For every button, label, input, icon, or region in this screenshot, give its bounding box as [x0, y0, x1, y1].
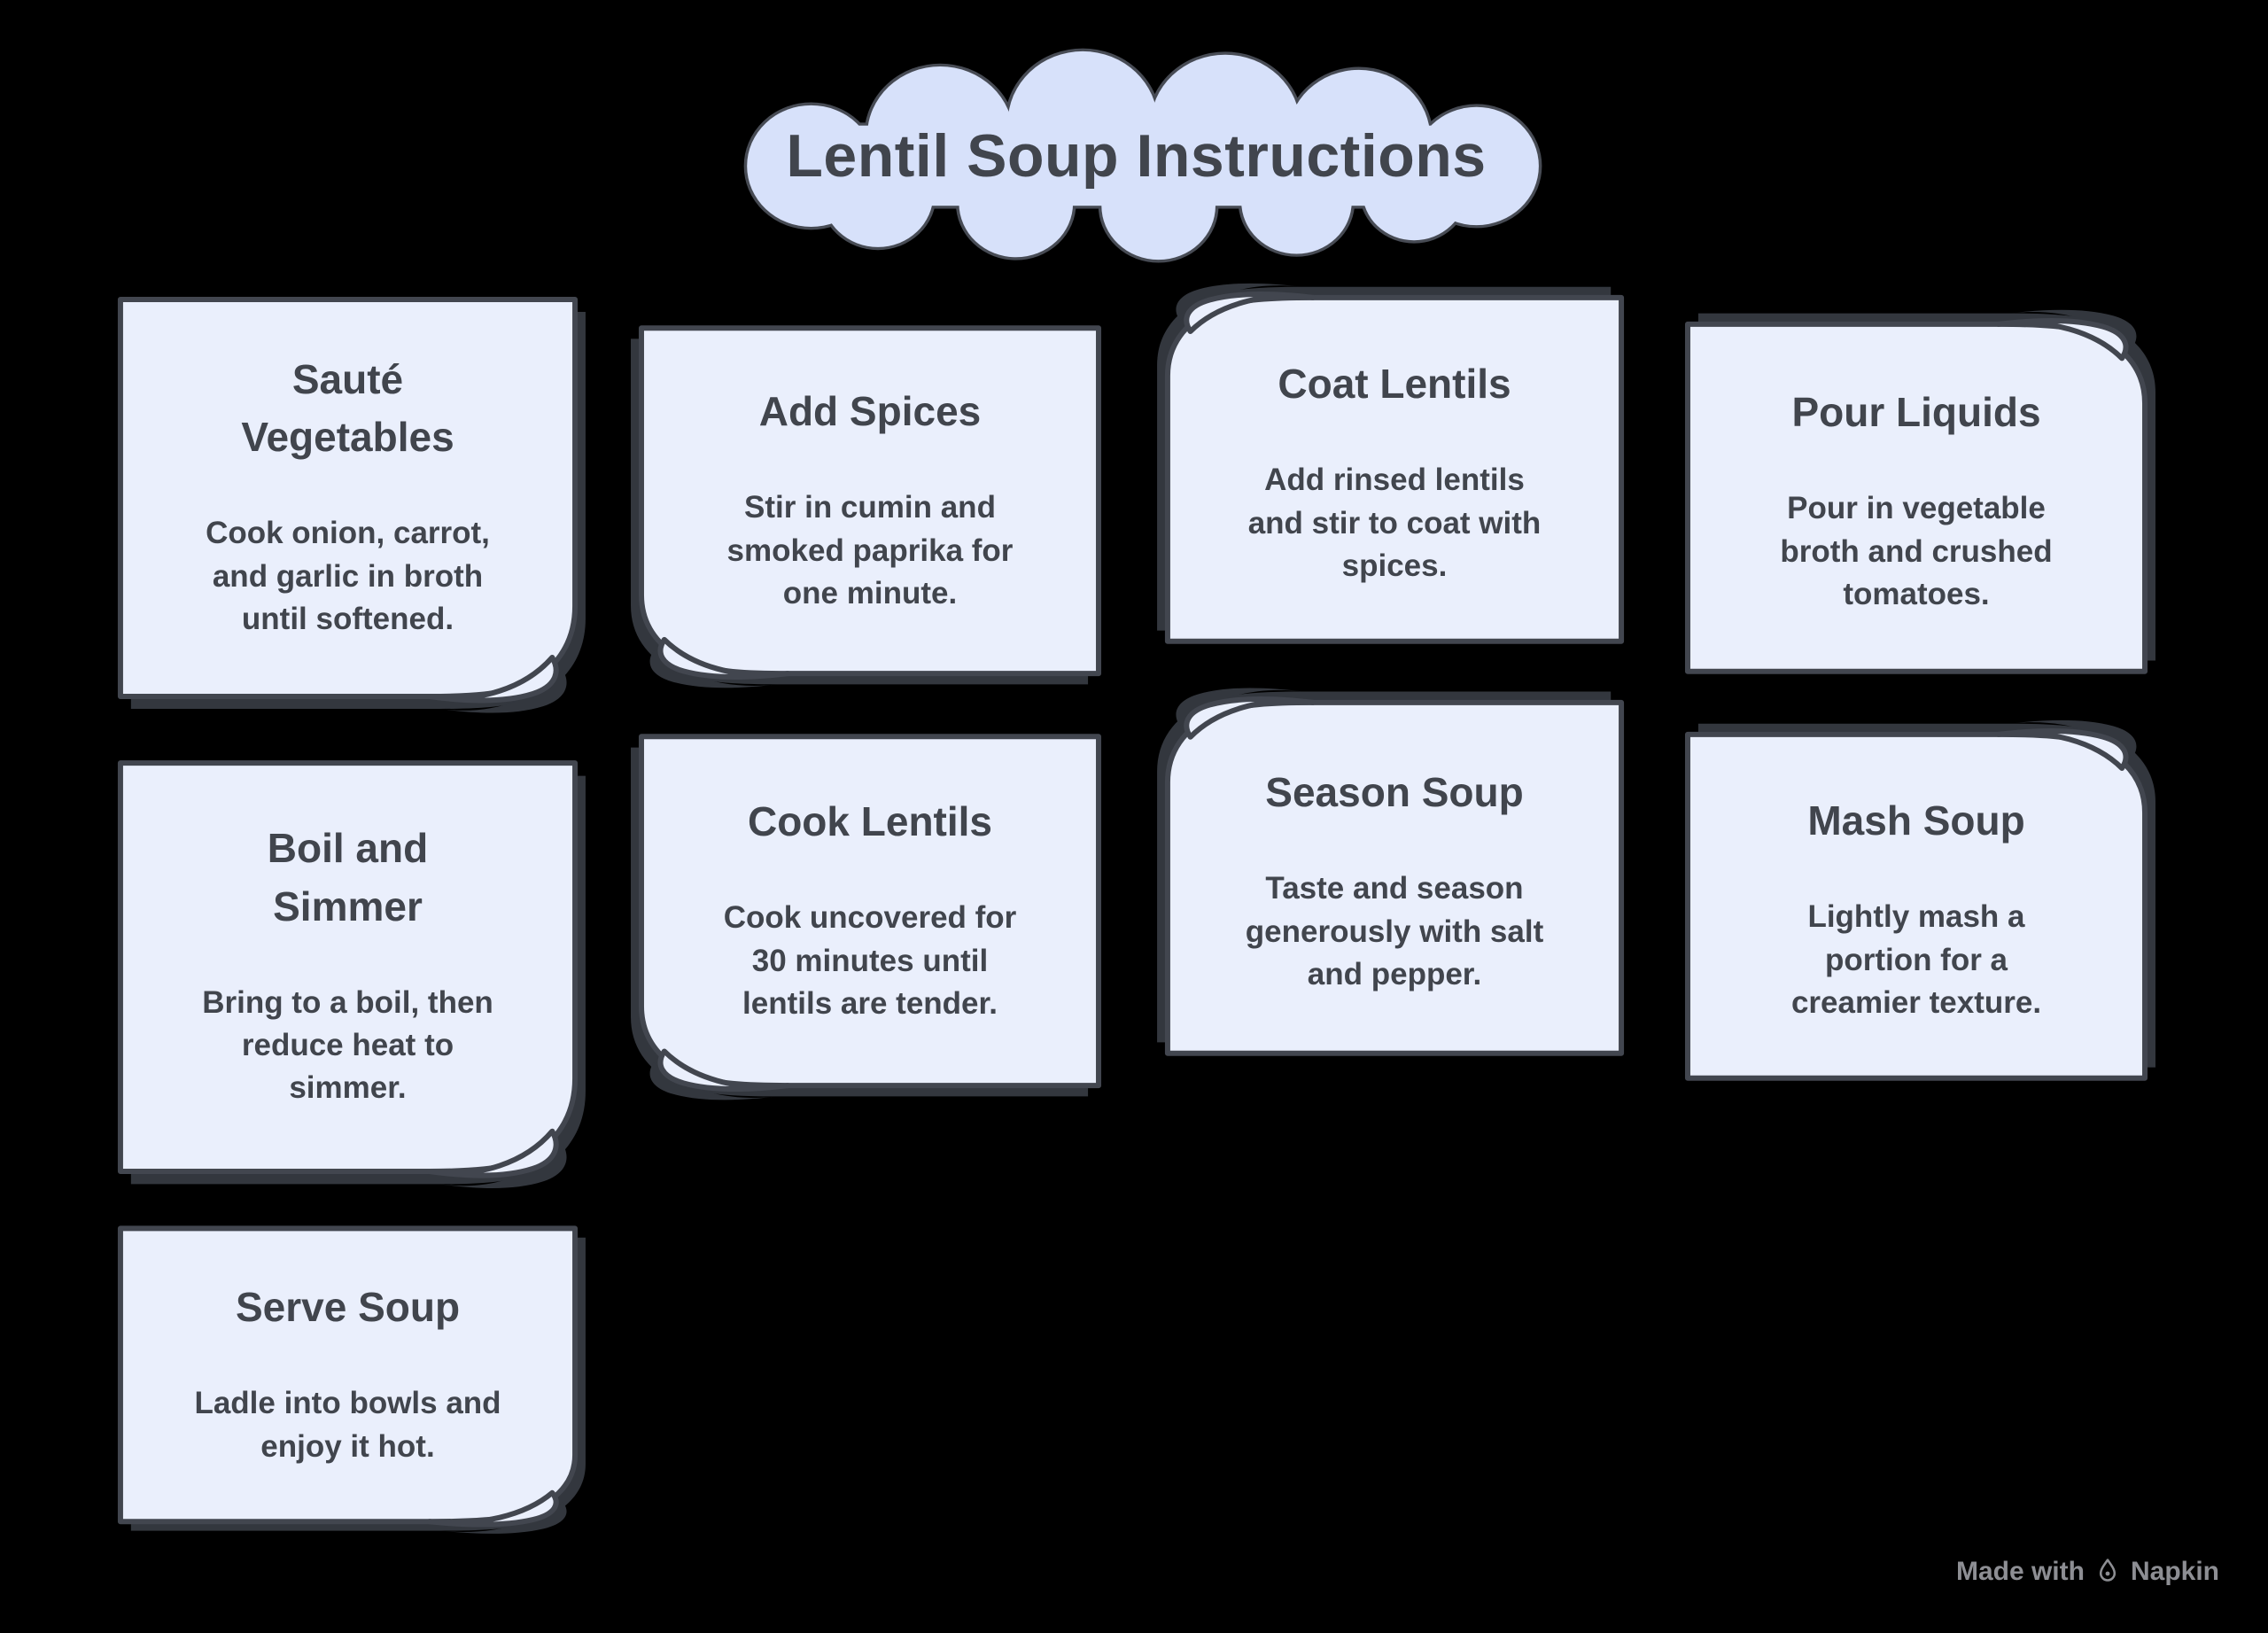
cloud-shape-icon [743, 48, 1542, 263]
sticky-note-shape-icon [115, 294, 586, 713]
sticky-note-shape-icon [631, 323, 1104, 688]
note-title: Add Spices [758, 387, 982, 434]
note-title: Boil and Simmer [267, 825, 429, 929]
note-content: Sauté Vegetables Cook onion, carrot, and… [134, 310, 562, 681]
note-body: Stir in cumin and smoked paprika for one… [726, 490, 1014, 610]
note-title: Pour Liquids [1791, 388, 2041, 435]
note-title: Cook Lentils [747, 797, 993, 844]
note-body: Cook onion, carrot, and garlic in broth … [206, 516, 490, 636]
note-body: Add rinsed lentils and stir to coat with… [1247, 463, 1542, 583]
note-body: Taste and season generously with salt an… [1245, 871, 1544, 991]
sticky-note-shape-icon [1157, 283, 1627, 646]
sticky-note-shape-icon [1682, 309, 2155, 676]
note-content: Season Soup Taste and season generously … [1181, 716, 1608, 1044]
sticky-note-shape-icon [631, 732, 1104, 1100]
note-content: Mash Soup Lightly mash a portion for a c… [1701, 748, 2132, 1069]
note-content: Coat Lentils Add rinsed lentils and stir… [1181, 311, 1608, 633]
note-card-add-spices[interactable]: Add Spices Stir in cumin and smoked papr… [631, 323, 1104, 688]
note-title: Coat Lentils [1278, 360, 1511, 407]
note-title: Season Soup [1265, 768, 1524, 815]
note-content: Pour Liquids Pour in vegetable broth and… [1701, 338, 2132, 662]
note-body: Pour in vegetable broth and crushed toma… [1780, 491, 2053, 611]
sticky-note-shape-icon [1157, 688, 1627, 1058]
note-card-saute-vegetables[interactable]: Sauté Vegetables Cook onion, carrot, and… [115, 294, 586, 713]
watermark[interactable]: Made with Napkin [1956, 1552, 2219, 1591]
note-card-pour-liquids[interactable]: Pour Liquids Pour in vegetable broth and… [1682, 309, 2155, 676]
page-title: Lentil Soup Instructions [786, 122, 1487, 190]
note-title: Sauté Vegetables [241, 355, 454, 461]
note-card-boil-and-simmer[interactable]: Boil and Simmer Bring to a boil, then re… [115, 758, 586, 1188]
watermark-prefix: Made with [1955, 1557, 2085, 1586]
title-cloud[interactable]: Lentil Soup Instructions [718, 48, 1555, 263]
note-card-coat-lentils[interactable]: Coat Lentils Add rinsed lentils and stir… [1157, 283, 1627, 646]
sticky-note-shape-icon [115, 1225, 586, 1534]
note-body: Cook uncovered for 30 minutes until lent… [723, 900, 1017, 1021]
note-content: Cook Lentils Cook uncovered for 30 minut… [655, 746, 1085, 1072]
note-card-season-soup[interactable]: Season Soup Taste and season generously … [1157, 688, 1627, 1058]
note-card-mash-soup[interactable]: Mash Soup Lightly mash a portion for a c… [1682, 719, 2155, 1083]
note-content: Boil and Simmer Bring to a boil, then re… [134, 774, 562, 1156]
sticky-note-shape-icon [115, 758, 586, 1188]
note-content: Add Spices Stir in cumin and smoked papr… [655, 338, 1085, 660]
sticky-note-shape-icon [1682, 719, 2155, 1083]
note-card-serve-soup[interactable]: Serve Soup Ladle into bowls and enjoy it… [115, 1225, 586, 1534]
note-card-cook-lentils[interactable]: Cook Lentils Cook uncovered for 30 minut… [631, 732, 1104, 1100]
note-body: Lightly mash a portion for a creamier te… [1790, 899, 2042, 1020]
pen-nib-icon [2099, 1559, 2117, 1582]
note-body: Ladle into bowls and enjoy it hot. [194, 1386, 501, 1464]
note-content: Serve Soup Ladle into bowls and enjoy it… [134, 1236, 562, 1510]
watermark-brand: Napkin [2130, 1557, 2219, 1586]
note-body: Bring to a boil, then reduce heat to sim… [202, 984, 493, 1106]
note-title: Mash Soup [1807, 797, 2025, 844]
note-title: Serve Soup [235, 1284, 461, 1331]
